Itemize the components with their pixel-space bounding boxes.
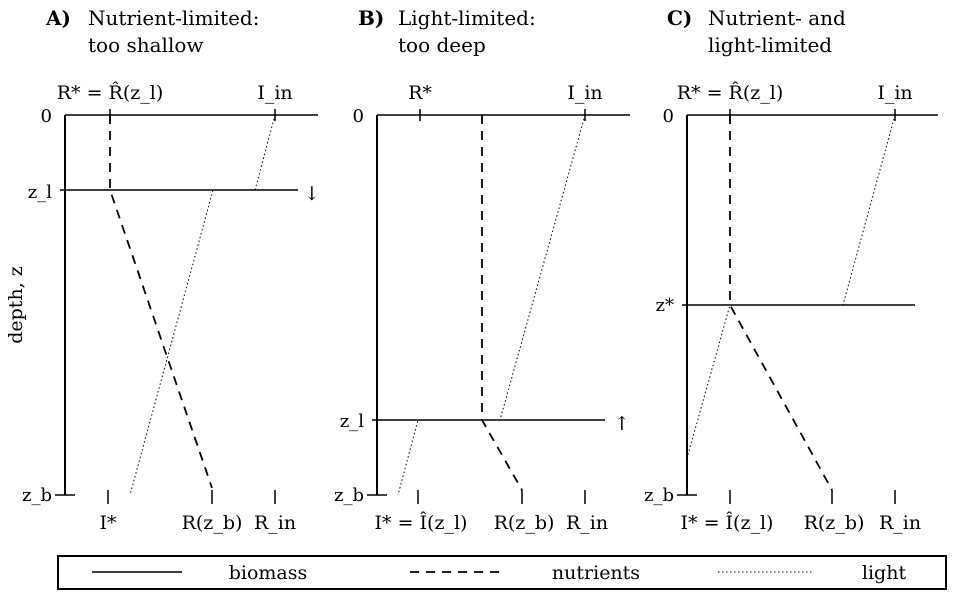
legend-light-label: light bbox=[862, 562, 907, 584]
y-axis-label: depth, z bbox=[5, 266, 27, 344]
panel-c-depth-top: 0 bbox=[663, 106, 674, 127]
panel-b: B) Light-limited: too deep R* I_in 0 z_l… bbox=[334, 6, 630, 534]
panel-b-top-right-label: I_in bbox=[567, 82, 602, 104]
panel-c-nutrient-profile bbox=[729, 115, 833, 491]
panel-a-letter: A) bbox=[45, 6, 71, 30]
panel-a-arrow: ↓ bbox=[304, 183, 320, 205]
panel-b-title-line1: Light-limited: bbox=[398, 6, 536, 30]
legend-biomass-label: biomass bbox=[229, 562, 308, 584]
panel-c-depth-mid: z* bbox=[656, 295, 674, 316]
panel-c-bottom-label-1: I* = Î(z_l) bbox=[681, 511, 774, 534]
panel-c-title-line2: light-limited bbox=[708, 33, 832, 57]
panel-a-top-right-label: I_in bbox=[257, 82, 292, 104]
panel-a-bottom-label-2: R(z_b) bbox=[182, 512, 243, 534]
panel-c-bottom-label-2: R(z_b) bbox=[804, 512, 865, 534]
panel-a-title-line2: too shallow bbox=[88, 33, 204, 57]
panel-a: A) Nutrient-limited: too shallow R* = R̂… bbox=[22, 6, 320, 534]
panel-c: C) Nutrient- and light-limited R* = R̂(z… bbox=[644, 6, 938, 534]
panel-c-depth-bottom: z_b bbox=[644, 485, 674, 506]
panel-c-bottom-label-3: R_in bbox=[879, 512, 921, 534]
panel-a-depth-mid: z_l bbox=[28, 182, 52, 203]
panel-c-top-right-label: I_in bbox=[877, 82, 912, 104]
panel-b-top-left-label: R* bbox=[408, 82, 432, 104]
panel-a-bottom-label-1: I* bbox=[99, 512, 117, 534]
panel-c-light-profile bbox=[686, 114, 896, 459]
panel-b-depth-bottom: z_b bbox=[334, 485, 364, 506]
panel-b-bottom-label-1: I* = Î(z_l) bbox=[375, 511, 468, 534]
panel-b-light-profile bbox=[397, 114, 586, 496]
panel-b-letter: B) bbox=[358, 6, 384, 30]
legend-nutrients-label: nutrients bbox=[552, 562, 640, 584]
panel-b-nutrient-profile bbox=[481, 115, 523, 491]
panel-a-top-left-label: R* = R̂(z_l) bbox=[57, 82, 164, 104]
panel-b-bottom-label-2: R(z_b) bbox=[494, 512, 555, 534]
panel-c-letter: C) bbox=[667, 6, 692, 30]
panel-b-title-line2: too deep bbox=[398, 33, 486, 57]
legend: biomass nutrients light bbox=[57, 555, 947, 590]
panel-a-bottom-label-3: R_in bbox=[254, 512, 296, 534]
panel-c-title-line1: Nutrient- and bbox=[708, 6, 846, 30]
panel-a-nutrient-profile bbox=[109, 115, 213, 489]
panel-a-depth-bottom: z_b bbox=[22, 485, 52, 506]
panel-b-depth-top: 0 bbox=[353, 106, 364, 127]
panel-a-light-profile bbox=[129, 114, 276, 496]
panel-b-arrow: ↑ bbox=[614, 413, 630, 435]
panel-b-depth-mid: z_l bbox=[340, 411, 364, 432]
panel-b-bottom-label-3: R_in bbox=[566, 512, 608, 534]
panel-a-depth-top: 0 bbox=[41, 106, 52, 127]
panel-c-top-left-label: R* = R̂(z_l) bbox=[677, 82, 784, 104]
panel-a-title-line1: Nutrient-limited: bbox=[88, 6, 259, 30]
legend-box bbox=[57, 555, 947, 590]
